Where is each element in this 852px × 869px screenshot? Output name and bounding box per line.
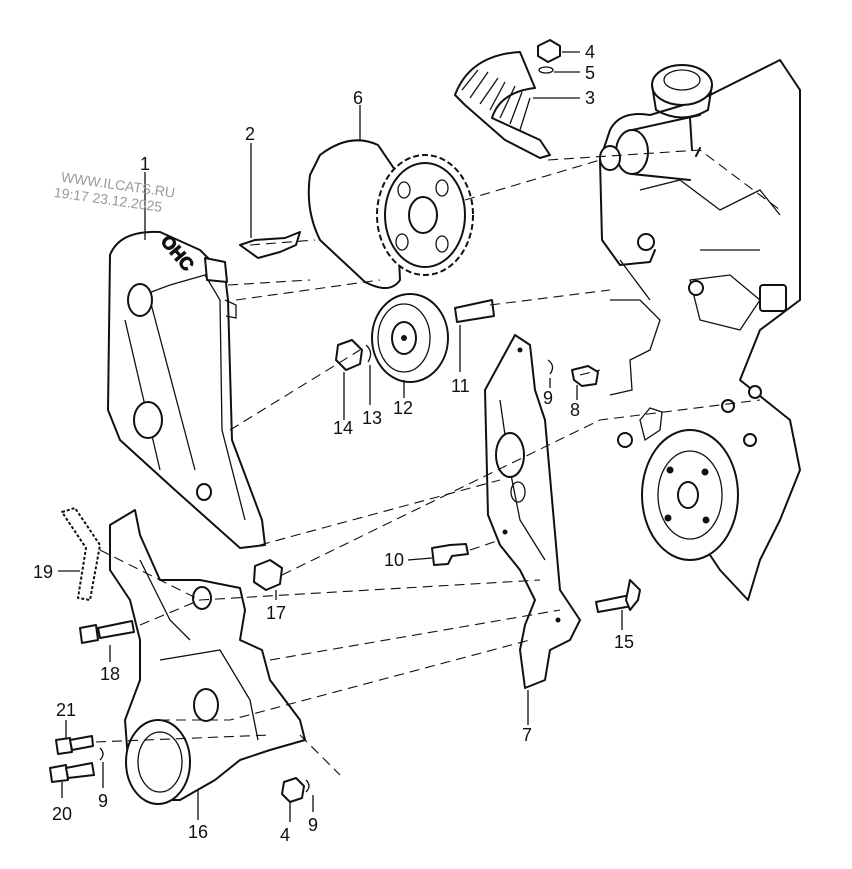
rear-timing-belt-plate (484, 334, 581, 689)
callouts: 1 2 3 4 5 6 7 8 9 10 11 12 13 14 15 16 1… (33, 42, 634, 845)
callout-13: 13 (362, 408, 382, 428)
callout-1: 1 (140, 154, 150, 174)
seal-strip (61, 507, 101, 601)
callout-11: 11 (451, 376, 470, 396)
alignment-lines (95, 149, 781, 776)
callout-9: 9 (543, 388, 553, 408)
callout-2: 2 (245, 124, 255, 144)
callout-8: 8 (570, 400, 580, 420)
callout-6: 6 (353, 88, 363, 108)
washer (365, 344, 372, 363)
timing-belt (307, 139, 401, 289)
stud (454, 299, 495, 323)
leader-lines (58, 51, 623, 822)
callout-3: 3 (585, 88, 595, 108)
camshaft-shield (454, 39, 561, 159)
lower-timing-belt-cover (109, 509, 306, 805)
callout-12: 12 (393, 398, 413, 418)
callout-19: 19 (33, 562, 53, 582)
callout-18: 18 (100, 664, 120, 684)
callout-17: 17 (266, 603, 286, 623)
callout-4: 4 (585, 42, 595, 62)
callout-15: 15 (614, 632, 634, 652)
engine-block (599, 59, 801, 601)
callout-5: 5 (585, 63, 595, 83)
callout-14: 14 (333, 418, 353, 438)
camshaft-sprocket (376, 154, 474, 276)
upper-timing-belt-cover: OHC (107, 231, 266, 549)
fasteners (49, 359, 641, 803)
callout-20: 20 (52, 804, 72, 824)
retaining-clip (239, 231, 301, 259)
callout-16: 16 (188, 822, 208, 842)
callout-9-lower-left: 9 (98, 791, 108, 811)
callout-10: 10 (384, 550, 404, 570)
callout-4-lower: 4 (280, 825, 290, 845)
callout-9-lower: 9 (308, 815, 318, 835)
watermark: WWW.ILCATS.RU 19:17 23.12.2025 (53, 169, 176, 215)
callout-21: 21 (56, 700, 76, 720)
tensioner-pulley (371, 293, 449, 383)
callout-7: 7 (522, 725, 532, 745)
hex-nut (335, 339, 363, 371)
